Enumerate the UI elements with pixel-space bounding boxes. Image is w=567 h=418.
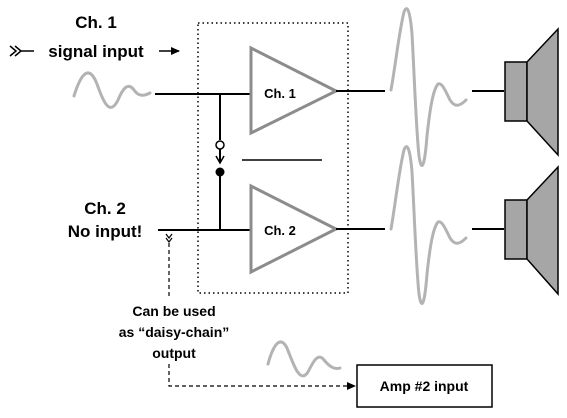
daisy-chain-note-line3: output	[152, 345, 196, 361]
daisy-chain-note-line1: Can be used	[132, 303, 215, 319]
amplifier-enclosure	[197, 22, 349, 294]
daisy-chain-tap-icon	[165, 233, 173, 243]
ch2-output-waveform	[389, 145, 468, 305]
speaker-2-icon	[504, 165, 559, 296]
speaker-1-icon	[504, 27, 559, 157]
ch1-input-tail-icon	[9, 45, 34, 57]
bridge-switch-arrow-icon	[215, 155, 225, 165]
ch1-amplifier-label: Ch. 1	[264, 86, 296, 101]
ch1-title: Ch. 1	[75, 13, 117, 32]
amp2-input-label: Amp #2 input	[380, 378, 469, 394]
ch2-amplifier-triangle	[249, 183, 340, 275]
ch2-subtitle: No input!	[68, 222, 143, 241]
ch1-subtitle: signal input	[48, 42, 144, 61]
ch2-title: Ch. 2	[84, 199, 126, 218]
ch2-amplifier-label: Ch. 2	[264, 223, 296, 238]
ch1-amplifier-triangle	[249, 45, 340, 136]
ch1-input-waveform	[72, 71, 152, 109]
daisy-chain-waveform	[266, 340, 342, 378]
daisy-chain-note-line2: as “daisy-chain”	[119, 324, 230, 340]
bridge-switch-open-contact	[215, 140, 225, 150]
amp2-input-box	[356, 364, 493, 408]
ch1-output-waveform	[389, 7, 468, 167]
daisy-chain-dashed-line-lower	[168, 364, 356, 390]
